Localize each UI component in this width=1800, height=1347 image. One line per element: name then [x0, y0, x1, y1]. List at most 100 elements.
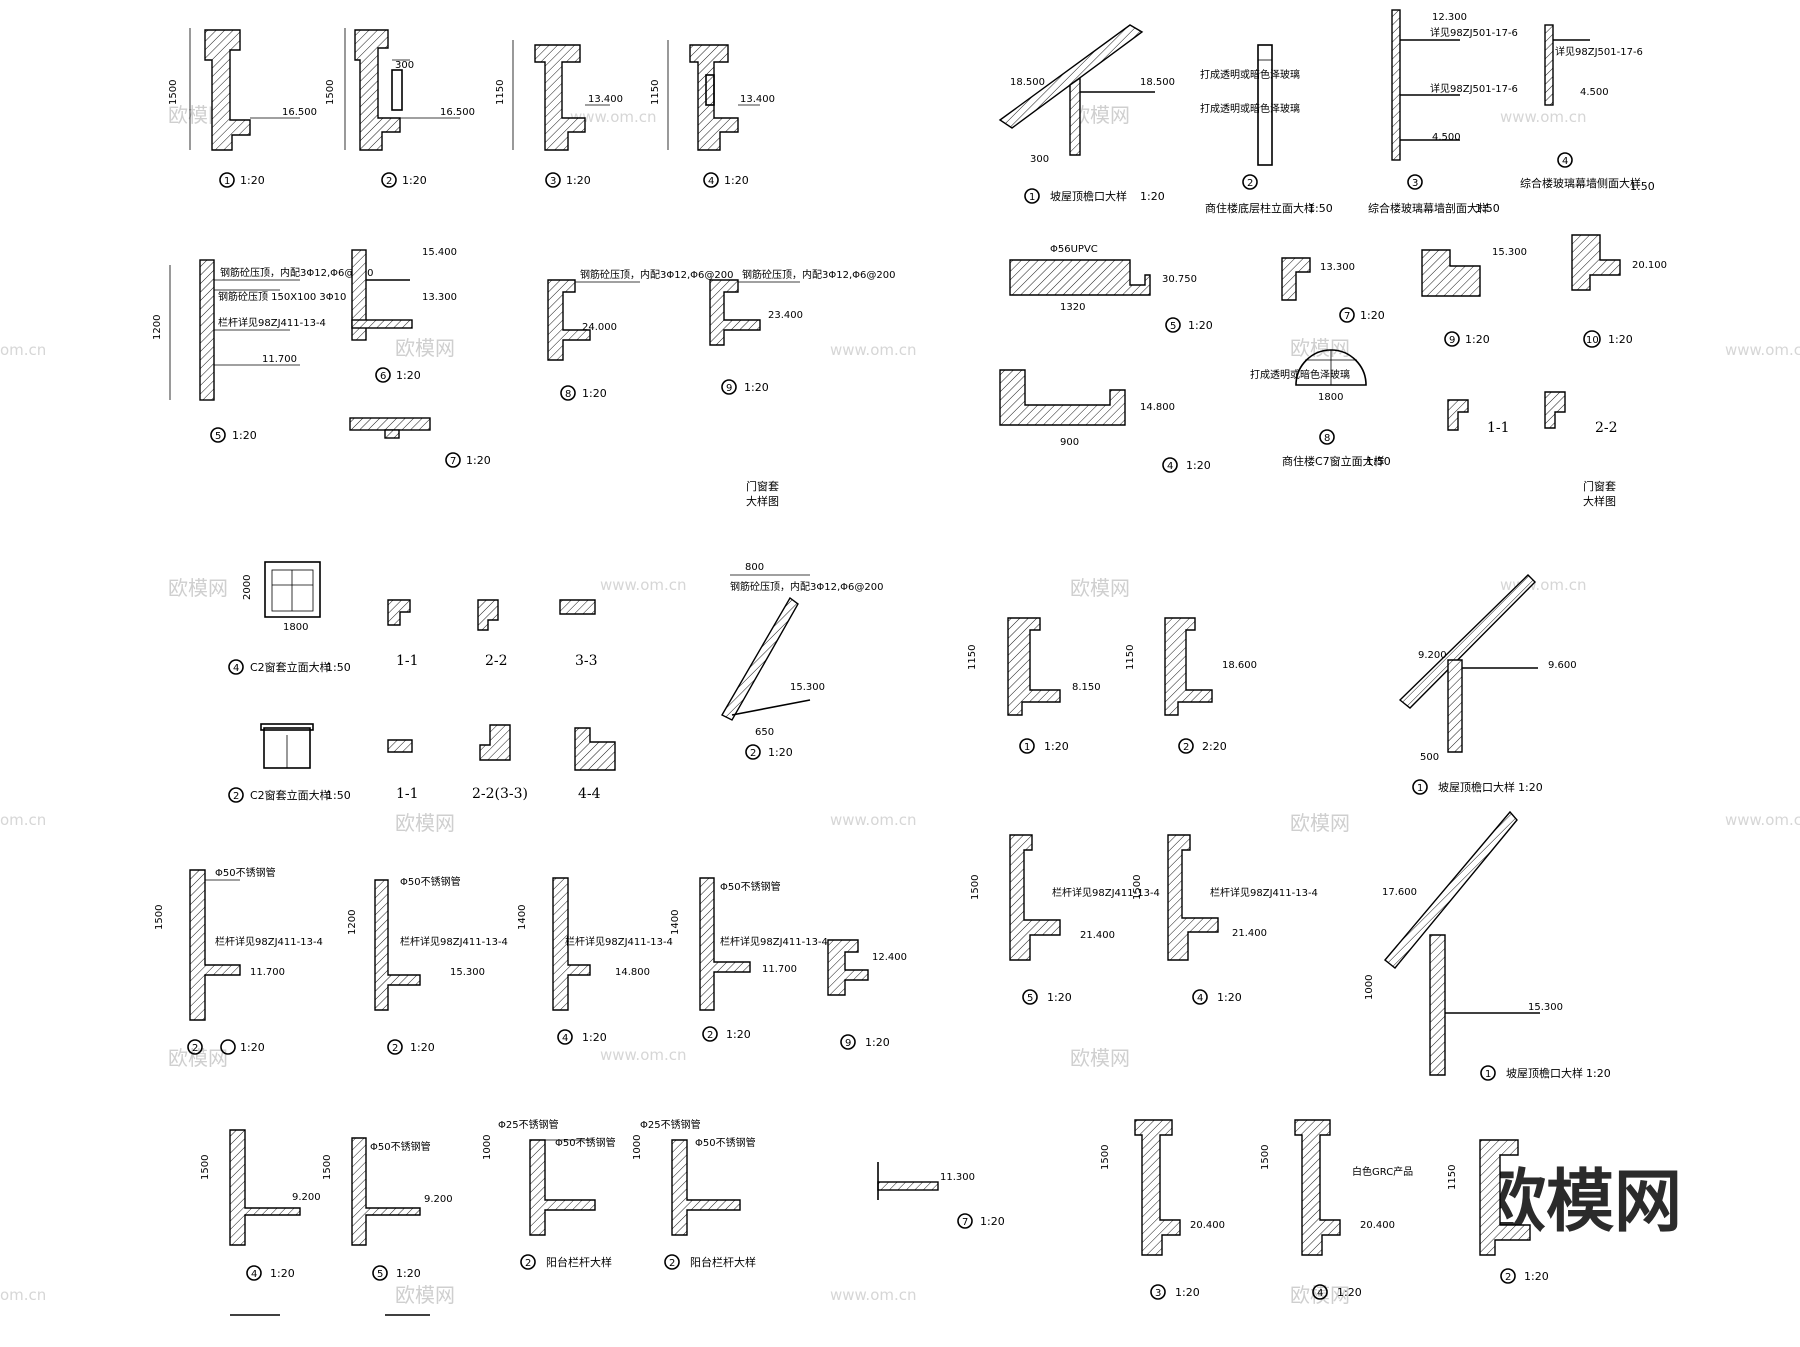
section-c2-11-b: 1-1: [387, 739, 419, 802]
detail-group-mid-right: Φ56UPVC 30.750 1320 5 1:20 14.800 900 4 …: [999, 234, 1667, 508]
svg-text:1:20: 1:20: [1608, 333, 1633, 346]
watermark-cn: 欧模网: [1290, 336, 1350, 360]
svg-text:详见98ZJ501-17-6: 详见98ZJ501-17-6: [1555, 45, 1643, 58]
watermark-cn: 欧模网: [395, 336, 455, 360]
svg-text:9.200: 9.200: [424, 1194, 453, 1205]
svg-text:Φ56UPVC: Φ56UPVC: [1050, 244, 1098, 255]
svg-text:栏杆详见98ZJ411-13-4: 栏杆详见98ZJ411-13-4: [1052, 886, 1160, 899]
svg-text:1-1: 1-1: [396, 653, 419, 669]
svg-text:钢筋砼压顶，内配3Φ12,Φ6@200: 钢筋砼压顶，内配3Φ12,Φ6@200: [580, 268, 733, 281]
svg-text:栏杆详见98ZJ411-13-4: 栏杆详见98ZJ411-13-4: [218, 316, 326, 329]
svg-text:1800: 1800: [283, 622, 308, 633]
watermark-url: www.om.cn: [830, 341, 917, 359]
detail-group-mid-left: 1200 钢筋砼压顶，内配3Φ12,Φ6@200 钢筋砼压顶 150X100 3…: [152, 247, 895, 508]
svg-text:1:20: 1:20: [980, 1215, 1005, 1228]
watermark-cn: 欧模网: [168, 576, 228, 600]
svg-text:2-2(3-3): 2-2(3-3): [472, 786, 528, 802]
detail-group-row3-left: 1800 2000 4 C2窗套立面大样 1:50 2 C2窗套立面大样 1:5…: [228, 561, 883, 803]
caption-roof-eave: 坡屋顶檐口大样: [1050, 189, 1127, 203]
svg-text:20.400: 20.400: [1190, 1220, 1225, 1231]
rail-detail-a: 1500 Φ50不锈钢管 栏杆详见98ZJ411-13-4 11.700 2 1…: [154, 866, 323, 1055]
svg-text:1:50: 1:50: [1366, 455, 1391, 468]
svg-text:1:20: 1:20: [1047, 991, 1072, 1004]
detail-group-row5-right: 1500 20.400 3 1:20 1500 白色GRC产品 20.400 4…: [1100, 1119, 1549, 1300]
svg-text:13.400: 13.400: [740, 94, 775, 105]
svg-text:钢筋砼压顶，内配3Φ12,Φ6@200: 钢筋砼压顶，内配3Φ12,Φ6@200: [742, 268, 895, 281]
shop-column-detail: 打成透明或暗色泽玻璃 打成透明或暗色泽玻璃 2 商住楼底层柱立面大样 1:50: [1200, 44, 1333, 215]
watermark-url: www.om.cn: [570, 108, 657, 126]
svg-text:坡屋顶檐口大样: 坡屋顶檐口大样: [1506, 1066, 1583, 1080]
detail-r5-3: 1500 20.400 3 1:20: [1100, 1119, 1225, 1300]
svg-text:1:20: 1:20: [1518, 781, 1543, 794]
svg-text:15.300: 15.300: [1528, 1002, 1563, 1013]
detail-l5-4: 1500 9.200 4 1:20: [200, 1129, 321, 1281]
sloped-window-detail-2: 800 钢筋砼压顶，内配3Φ12,Φ6@200 15.300 650 2 1:2…: [721, 562, 883, 760]
svg-text:2000: 2000: [242, 575, 253, 600]
svg-text:1:50: 1:50: [326, 789, 351, 802]
svg-text:13.300: 13.300: [1320, 262, 1355, 273]
svg-text:1: 1: [1024, 742, 1030, 753]
svg-text:详见98ZJ501-17-6: 详见98ZJ501-17-6: [1430, 26, 1518, 39]
watermark-url: www.om.cn: [1725, 341, 1800, 359]
detail-2: 1500 300 16.500 2 1:20: [325, 28, 475, 188]
svg-text:1150: 1150: [967, 645, 978, 670]
svg-text:2: 2: [1247, 178, 1253, 189]
svg-text:打成透明或暗色泽玻璃: 打成透明或暗色泽玻璃: [1200, 68, 1300, 81]
svg-text:4-4: 4-4: [578, 786, 601, 802]
svg-text:8: 8: [565, 389, 571, 400]
svg-text:1:20: 1:20: [240, 174, 265, 187]
svg-text:1:20: 1:20: [396, 369, 421, 382]
svg-text:5: 5: [215, 431, 221, 442]
detail-r5-2: 1150 2 1:20: [1447, 1139, 1549, 1284]
svg-text:栏杆详见98ZJ411-13-4: 栏杆详见98ZJ411-13-4: [565, 935, 673, 948]
svg-text:1:20: 1:20: [1524, 1270, 1549, 1283]
detail-r5-4: 1500 白色GRC产品 20.400 4 1:20: [1260, 1119, 1413, 1300]
svg-text:4: 4: [251, 1269, 257, 1280]
watermark-url: www.om.cn: [830, 811, 917, 829]
svg-text:12.300: 12.300: [1432, 12, 1467, 23]
svg-text:10: 10: [1586, 335, 1599, 346]
section-c2-11: 1-1: [387, 599, 419, 669]
sheet-note: 大样图: [1583, 494, 1616, 508]
svg-text:4: 4: [1317, 1288, 1323, 1299]
svg-text:1500: 1500: [1100, 1145, 1111, 1170]
svg-text:1:20: 1:20: [1586, 1067, 1611, 1080]
watermark-url: www.om.cn: [600, 1046, 687, 1064]
detail-7-small: 7 1:20: [349, 417, 491, 468]
svg-text:300: 300: [1030, 154, 1049, 165]
svg-text:4: 4: [708, 176, 714, 187]
svg-text:1:50: 1:50: [1630, 180, 1655, 193]
svg-text:300: 300: [395, 60, 414, 71]
svg-text:2:20: 2:20: [1202, 740, 1227, 753]
detail-l9: 12.400 9 1:20: [827, 939, 907, 1050]
svg-text:1:20: 1:20: [726, 1028, 751, 1041]
svg-text:1:20: 1:20: [1465, 333, 1490, 346]
svg-text:2: 2: [192, 1043, 198, 1054]
svg-text:Φ50不锈钢管: Φ50不锈钢管: [400, 875, 461, 888]
caption-balcony-rail: 阳台栏杆大样: [546, 1255, 612, 1269]
svg-text:Φ50不锈钢管: Φ50不锈钢管: [370, 1140, 431, 1153]
detail-group-row4-left: 1500 Φ50不锈钢管 栏杆详见98ZJ411-13-4 11.700 2 1…: [154, 866, 907, 1055]
svg-text:8.150: 8.150: [1072, 682, 1101, 693]
svg-text:5: 5: [1027, 993, 1033, 1004]
svg-text:1-1: 1-1: [396, 786, 419, 802]
svg-text:4: 4: [1197, 993, 1203, 1004]
svg-text:1500: 1500: [325, 80, 336, 105]
svg-text:1:20: 1:20: [865, 1036, 890, 1049]
svg-text:11.700: 11.700: [262, 354, 297, 365]
svg-text:7: 7: [450, 456, 456, 467]
detail-r4: 14.800 900 4 1:20: [999, 369, 1211, 473]
glass-curtain-side: 详见98ZJ501-17-6 4.500 4 综合楼玻璃幕墙侧面大样 1:50: [1520, 24, 1655, 193]
svg-text:1:50: 1:50: [1308, 202, 1333, 215]
svg-text:1150: 1150: [495, 80, 506, 105]
svg-text:650: 650: [755, 727, 774, 738]
svg-text:1:20: 1:20: [466, 454, 491, 467]
svg-text:Φ50不锈钢管: Φ50不锈钢管: [555, 1136, 616, 1149]
svg-text:2: 2: [392, 1043, 398, 1054]
svg-text:9: 9: [726, 383, 732, 394]
detail-r9: 15.300 9 1:20: [1421, 247, 1527, 347]
svg-text:1000: 1000: [632, 1135, 643, 1160]
svg-text:2-2: 2-2: [1595, 420, 1618, 436]
detail-r4-5: 1500 栏杆详见98ZJ411-13-4 21.400 5 1:20: [970, 834, 1160, 1005]
svg-text:18.600: 18.600: [1222, 660, 1257, 671]
